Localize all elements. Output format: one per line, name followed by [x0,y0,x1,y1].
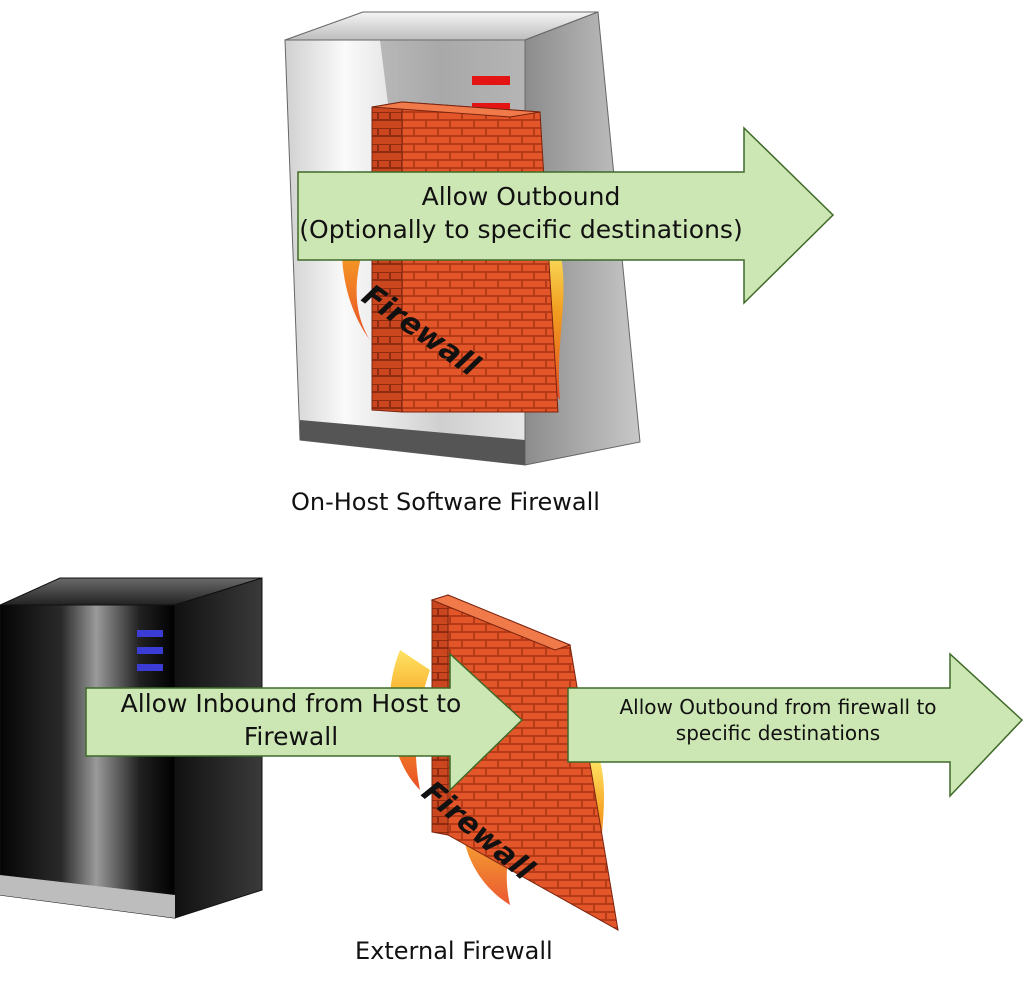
top-server-led-1 [472,76,510,85]
top-server-led-2 [472,103,510,112]
bottom-server-base [0,875,175,918]
bottom-server-led-3 [137,664,163,671]
top-caption: On-Host Software Firewall [291,488,600,516]
bottom-server-led-2 [137,647,163,654]
bottom-right-arrow-label: Allow Outbound from firewall to specific… [568,694,988,746]
bottom-caption: External Firewall [355,937,553,965]
top-outbound-arrow [297,126,835,305]
bottom-right-arrow-label-line1: Allow Outbound from firewall to [619,695,937,719]
bottom-right-arrow-label-line2: specific destinations [675,721,881,745]
bottom-left-arrow-label: Allow Inbound from Host to Firewall [86,688,496,753]
inbound-to-firewall-arrow [85,652,524,792]
top-arrow-label-line1: Allow Outbound [421,182,621,211]
top-arrow-label-line2: (Optionally to specific destinations) [299,214,743,244]
bottom-server-led-1 [137,630,163,637]
top-server-base [300,420,525,465]
outbound-from-firewall-arrow [567,652,1024,798]
bottom-left-arrow-label-line1: Allow Inbound from Host to [120,689,462,718]
bottom-left-arrow-label-line2: Firewall [243,721,339,751]
top-arrow-label: Allow Outbound (Optionally to specific d… [298,181,744,246]
